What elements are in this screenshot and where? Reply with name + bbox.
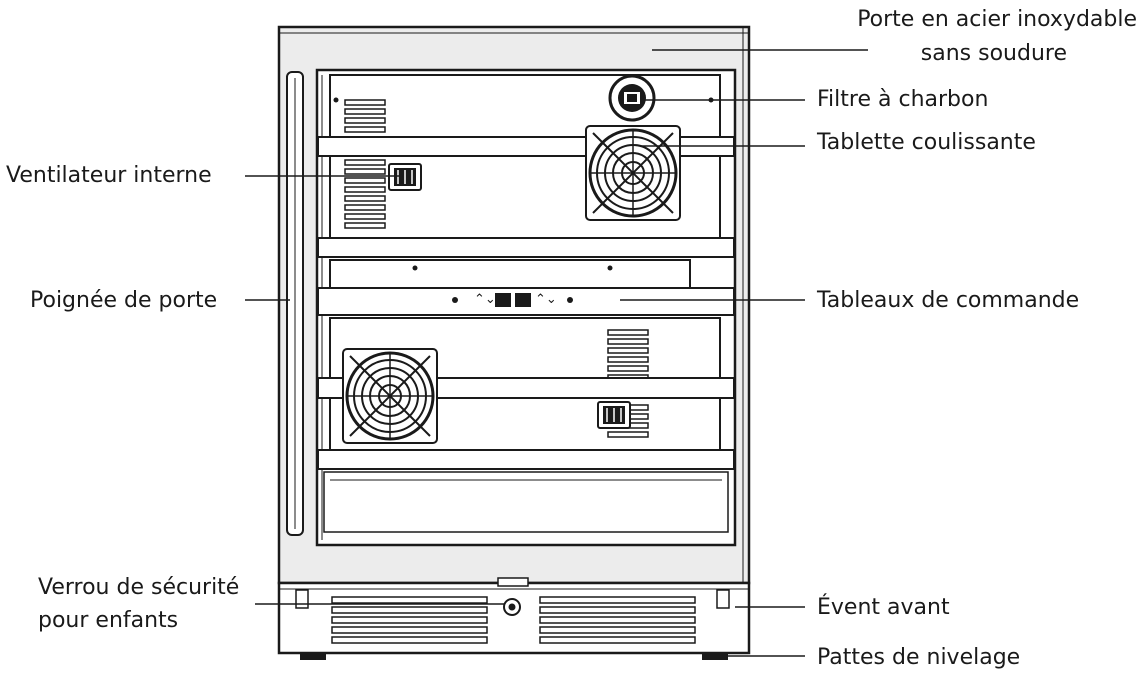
door-handle — [286, 71, 304, 536]
label-sliding-shelf: Tablette coulissante — [817, 130, 1036, 155]
bottom-bin — [323, 471, 729, 533]
child-lock — [503, 598, 521, 616]
label-door-line2: sans soudure — [920, 41, 1067, 66]
svg-text:⌃⌄: ⌃⌄ — [535, 292, 557, 307]
label-child-lock-line2: pour enfants — [38, 608, 179, 633]
label-door-line1: Porte en acier inoxydable — [857, 7, 1137, 32]
control-panel: ⌃⌄ ⌃⌄ — [317, 259, 735, 323]
shelf-bottom — [317, 449, 735, 470]
label-internal-fan: Ventilateur interne — [6, 163, 212, 188]
leveling-legs — [300, 653, 728, 660]
front-vent — [277, 577, 751, 655]
label-control-panel: Tableaux de commande — [817, 288, 1080, 313]
label-charcoal-filter: Filtre à charbon — [817, 87, 989, 112]
label-leveling-legs: Pattes de nivelage — [817, 645, 1021, 670]
internal-fan-lower — [341, 347, 439, 445]
svg-text:⌃⌄: ⌃⌄ — [474, 292, 496, 307]
label-door-handle: Poignée de porte — [30, 288, 218, 313]
label-front-vent: Évent avant — [817, 595, 950, 620]
label-child-lock-line1: Verrou de sécurité — [38, 575, 240, 600]
leader-lines — [245, 49, 868, 657]
charcoal-filter — [608, 74, 656, 122]
upper-compartment — [329, 74, 721, 239]
internal-fan-upper — [584, 124, 682, 222]
shelf-middle — [317, 237, 735, 258]
